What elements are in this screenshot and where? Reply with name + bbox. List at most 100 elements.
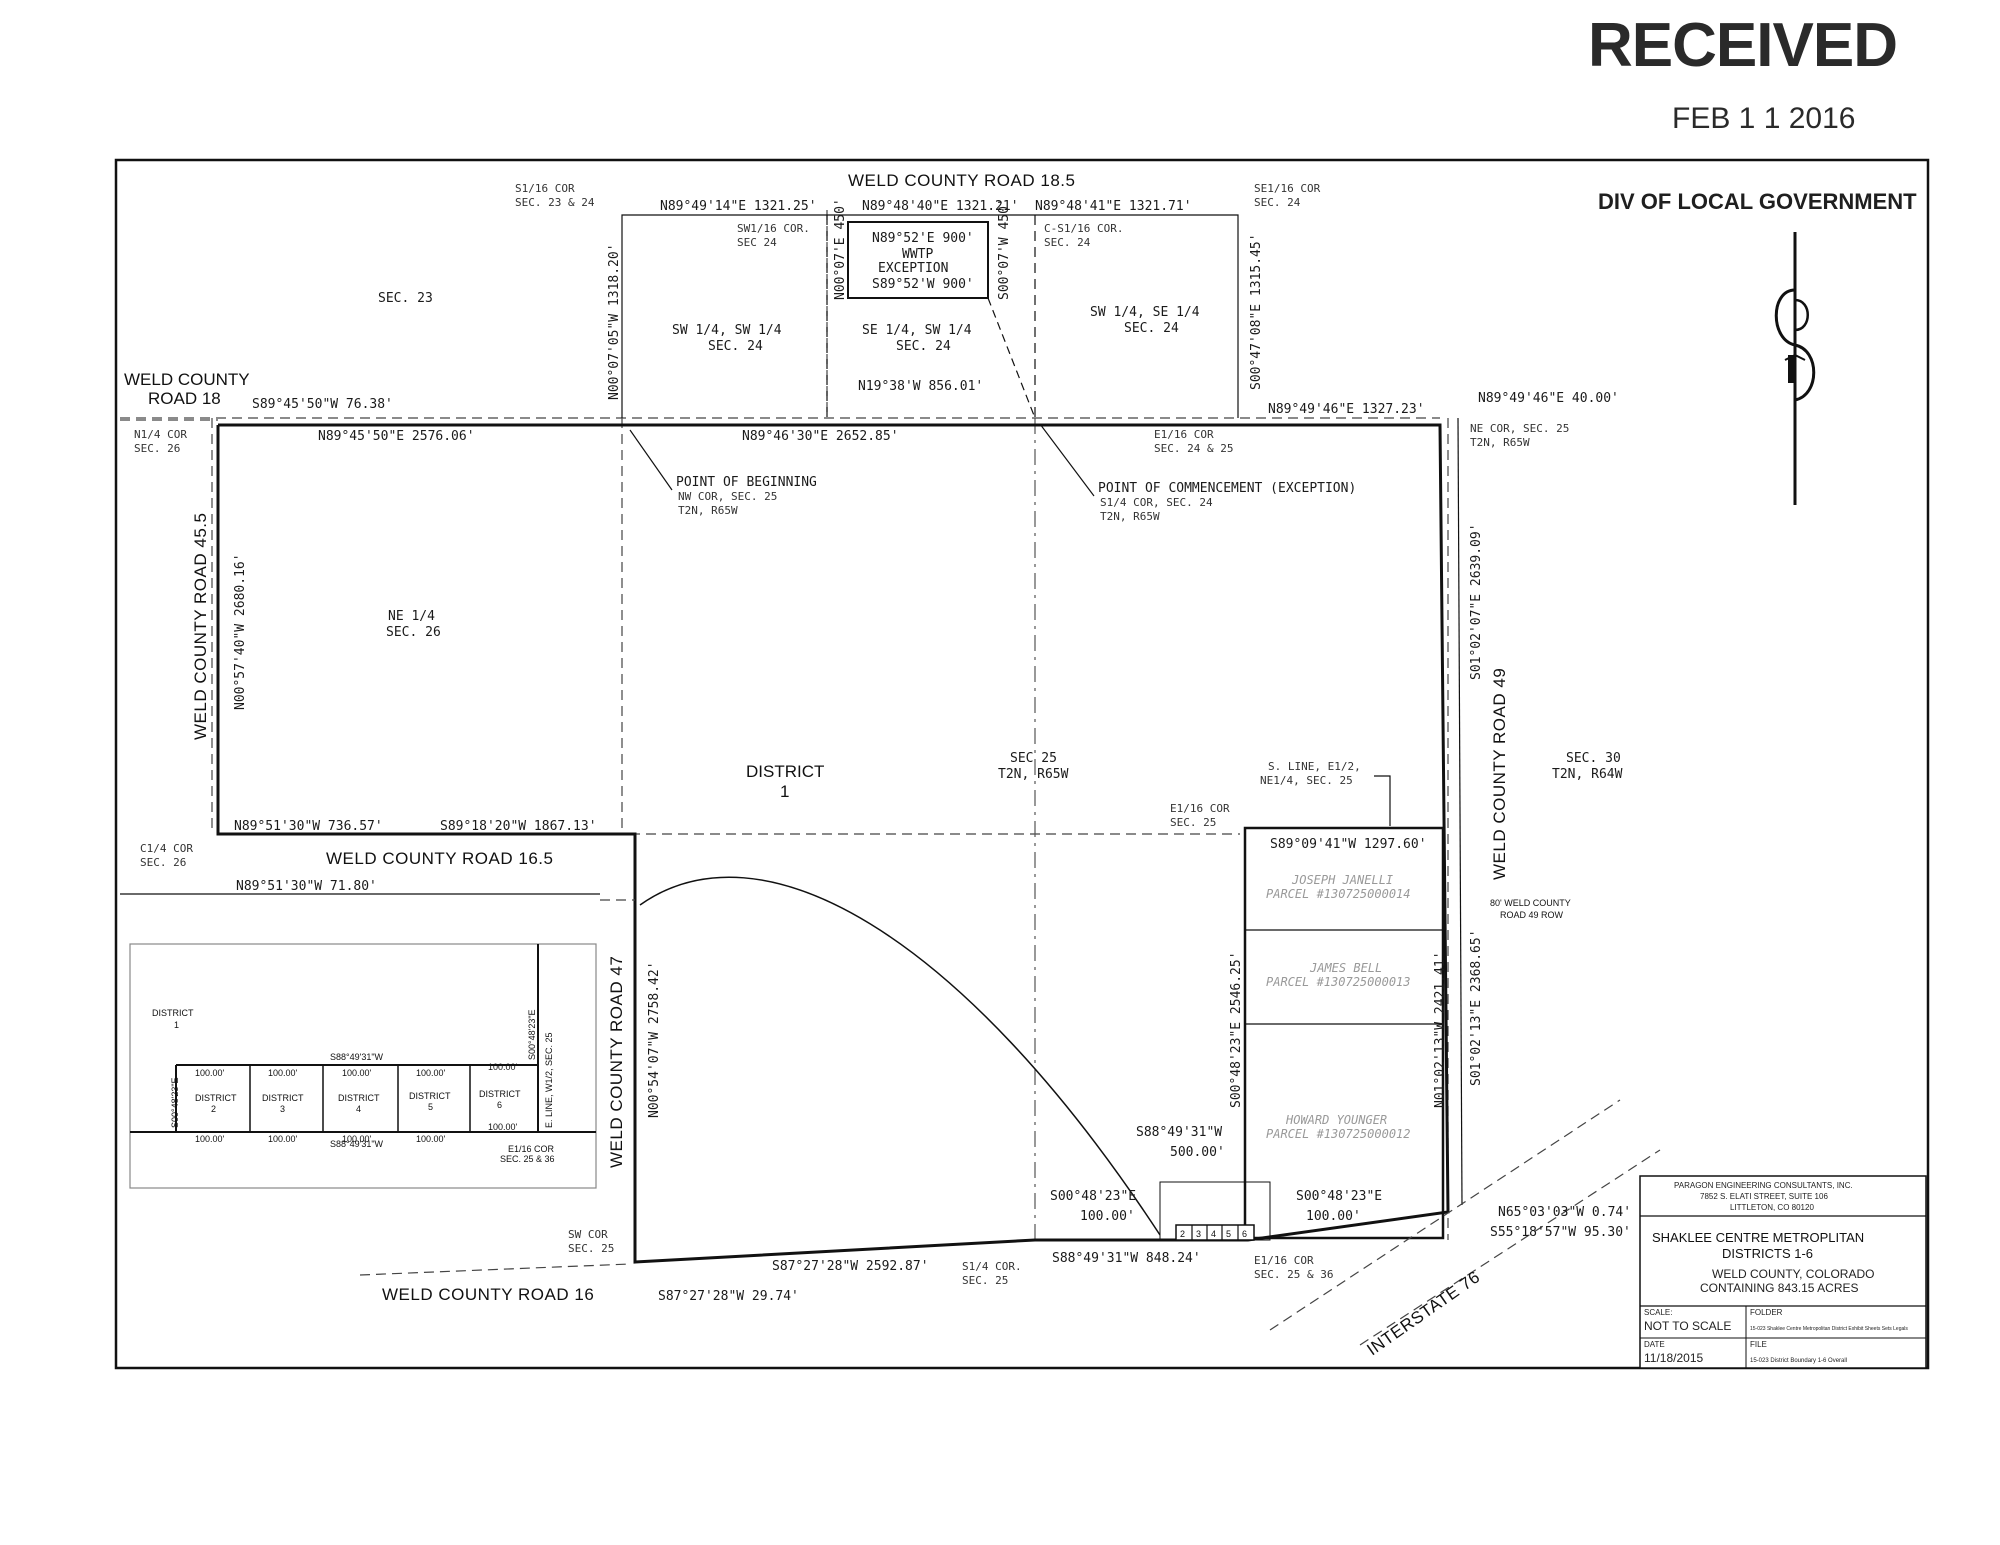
east-parcels-box	[1243, 826, 1445, 1240]
inset-corner-l1: E1/16 COR	[508, 1144, 555, 1154]
boundary-arc	[639, 876, 1161, 1236]
wwtp-east: S00°07'W 450'	[997, 198, 1012, 300]
district1-boundary	[216, 423, 1450, 1264]
corner-swcor-l2: SEC. 25	[568, 1242, 614, 1255]
poc-l2: S1/4 COR, SEC. 24	[1100, 496, 1213, 509]
corner-s116-l2: SEC. 23 & 24	[515, 196, 595, 209]
inset-d3-l1: DISTRICT	[262, 1093, 304, 1103]
corner-se116-l2: SEC. 24	[1254, 196, 1301, 209]
inset-d2-l1: DISTRICT	[195, 1093, 237, 1103]
poc-l1: POINT OF COMMENCEMENT (EXCEPTION)	[1098, 481, 1356, 496]
inset-bot-bearing: S88°49'31"W	[330, 1139, 384, 1149]
bearing-n2: N89°48'40"E 1321.21'	[862, 199, 1019, 214]
tb-title-l2: DISTRICTS 1-6	[1722, 1246, 1813, 1261]
wwtp-l2: WWTP	[902, 247, 933, 262]
district1-l1: DISTRICT	[746, 762, 824, 781]
corner-s14-l1: S1/4 COR.	[962, 1260, 1022, 1273]
road-18-l1: WELD COUNTY	[124, 370, 250, 389]
small-district-2: 2	[1180, 1229, 1185, 1239]
inset-d5-l2: 5	[428, 1102, 433, 1112]
bearing-n89-1327: N89°49'46"E 1327.23'	[1268, 402, 1425, 417]
bearing-n65: N65°03'03"W 0.74'	[1498, 1205, 1631, 1220]
bearing-e-top: S00°47'08"E 1315.45'	[1249, 233, 1264, 390]
inset-dim-7: 100.00'	[268, 1134, 298, 1144]
pob-l1: POINT OF BEGINNING	[676, 475, 817, 490]
parcel1-l1: JOSEPH JANELLI	[1291, 873, 1393, 887]
tb-folder-label: FOLDER	[1750, 1308, 1783, 1317]
tb-file-value: 15-023 District Boundary 1-6 Overall	[1750, 1358, 1847, 1364]
tb-firm-l1: PARAGON ENGINEERING CONSULTANTS, INC.	[1674, 1181, 1853, 1190]
interstate-line-1	[1269, 1099, 1621, 1331]
bearing-s01-2639: S01°02'07"E 2639.09'	[1469, 523, 1484, 680]
sec25-l1: SEC 25	[1010, 751, 1057, 766]
small-district-5: 5	[1226, 1229, 1231, 1239]
corner-cs116-l1: C-S1/16 COR.	[1044, 222, 1123, 235]
sline-l2: NE1/4, SEC. 25	[1260, 774, 1353, 787]
bearing-s00-100b-l2: 100.00'	[1306, 1209, 1361, 1224]
bearing-s89-1867: S89°18'20"W 1867.13'	[440, 819, 597, 834]
inset-top-bearing: S88°49'31"W	[330, 1052, 384, 1062]
district1-l2: 1	[780, 782, 789, 801]
sw-sw-l2: SEC. 24	[708, 339, 763, 354]
bearing-s00-100a-l1: S00°48'23"E	[1050, 1189, 1136, 1204]
tb-file-label: FILE	[1750, 1340, 1767, 1349]
inset-right-line: E. LINE, W1/2, SEC. 25	[544, 1032, 554, 1128]
bearing-s00-100b-l1: S00°48'23"E	[1296, 1189, 1382, 1204]
sec24-strip	[621, 214, 1239, 418]
corner-s116-l1: S1/16 COR	[515, 182, 575, 195]
bearing-n89-736: N89°51'30"W 736.57'	[234, 819, 383, 834]
bearing-s00-2546: S00°48'23"E 2546.25'	[1229, 951, 1244, 1108]
parcel1-l2: PARCEL #130725000014	[1266, 887, 1411, 901]
inset-d4-l2: 4	[356, 1104, 361, 1114]
se-sw-l2: SEC. 24	[896, 339, 951, 354]
bearing-n89-2652: N89°46'30"E 2652.85'	[742, 429, 899, 444]
wwtp-l1: N89°52'E 900'	[872, 231, 974, 246]
bearing-n19: N19°38'W 856.01'	[858, 379, 983, 394]
tb-title-l1: SHAKLEE CENTRE METROPLITAN	[1652, 1230, 1864, 1245]
wwtp-l3: EXCEPTION	[878, 261, 948, 276]
road-49-row-line	[1457, 417, 1463, 1206]
corner-e116-bot-l1: E1/16 COR	[1254, 1254, 1314, 1267]
sec23-label: SEC. 23	[378, 291, 433, 306]
road-16-line	[359, 1263, 631, 1276]
road-49-row-l1: 80' WELD COUNTY	[1490, 898, 1571, 908]
ne26-l2: SEC. 26	[386, 625, 441, 640]
tb-firm-l2: 7852 S. ELATI STREET, SUITE 106	[1700, 1192, 1828, 1201]
tb-title-l4: CONTAINING 843.15 ACRES	[1700, 1281, 1859, 1295]
corner-c14-l1: C1/4 COR	[140, 842, 193, 855]
inset-dim-3: 100.00'	[342, 1068, 372, 1078]
sline-leader	[1374, 775, 1391, 826]
bearing-n89-40: N89°49'46"E 40.00'	[1478, 391, 1619, 406]
interstate-label: INTERSTATE 76	[1363, 1267, 1483, 1359]
inset-d4-l1: DISTRICT	[338, 1093, 380, 1103]
bearing-s88-500-l1: S88°49'31"W	[1136, 1125, 1222, 1140]
small-district-4: 4	[1211, 1229, 1216, 1239]
corner-e116-mid-l2: SEC. 25	[1170, 816, 1216, 829]
corner-sw116-l1: SW1/16 COR.	[737, 222, 810, 235]
small-district-6: 6	[1242, 1229, 1247, 1239]
pob-l2: NW COR, SEC. 25	[678, 490, 777, 503]
road-18-5-label: WELD COUNTY ROAD 18.5	[848, 171, 1075, 190]
bearing-s89-76: S89°45'50"W 76.38'	[252, 397, 393, 412]
bearing-s89-1297: S89°09'41"W 1297.60'	[1270, 837, 1427, 852]
inset-dim-10: 100.00'	[488, 1122, 518, 1132]
inset-dim-9: 100.00'	[416, 1134, 446, 1144]
bearing-s87-29: S87°27'28"W 29.74'	[658, 1289, 799, 1304]
parcel2-l2: PARCEL #130725000013	[1266, 975, 1411, 989]
tb-date-value: 11/18/2015	[1644, 1351, 1703, 1365]
bearing-s87-2592: S87°27'28"W 2592.87'	[772, 1259, 929, 1274]
se-sw-l1: SE 1/4, SW 1/4	[862, 323, 972, 338]
inset-d3-l2: 3	[280, 1104, 285, 1114]
inset-dim-8: 100.00'	[342, 1134, 372, 1144]
small-district-3: 3	[1196, 1229, 1201, 1239]
bearing-s00-100a-l2: 100.00'	[1080, 1209, 1135, 1224]
inset-dim-2: 100.00'	[268, 1068, 298, 1078]
inset-panel	[129, 943, 597, 1189]
inset-dim-5: 100.00'	[488, 1062, 518, 1072]
bearing-n00-2680: N00°57'40"W 2680.16'	[233, 553, 248, 710]
corner-ne25-l2: T2N, R65W	[1470, 436, 1530, 449]
road-18-l2: ROAD 18	[148, 389, 221, 408]
road-49-row-l2: ROAD 49 ROW	[1500, 910, 1564, 920]
bearing-s88-500-l2: 500.00'	[1170, 1145, 1225, 1160]
corner-se116-l1: SE1/16 COR	[1254, 182, 1321, 195]
